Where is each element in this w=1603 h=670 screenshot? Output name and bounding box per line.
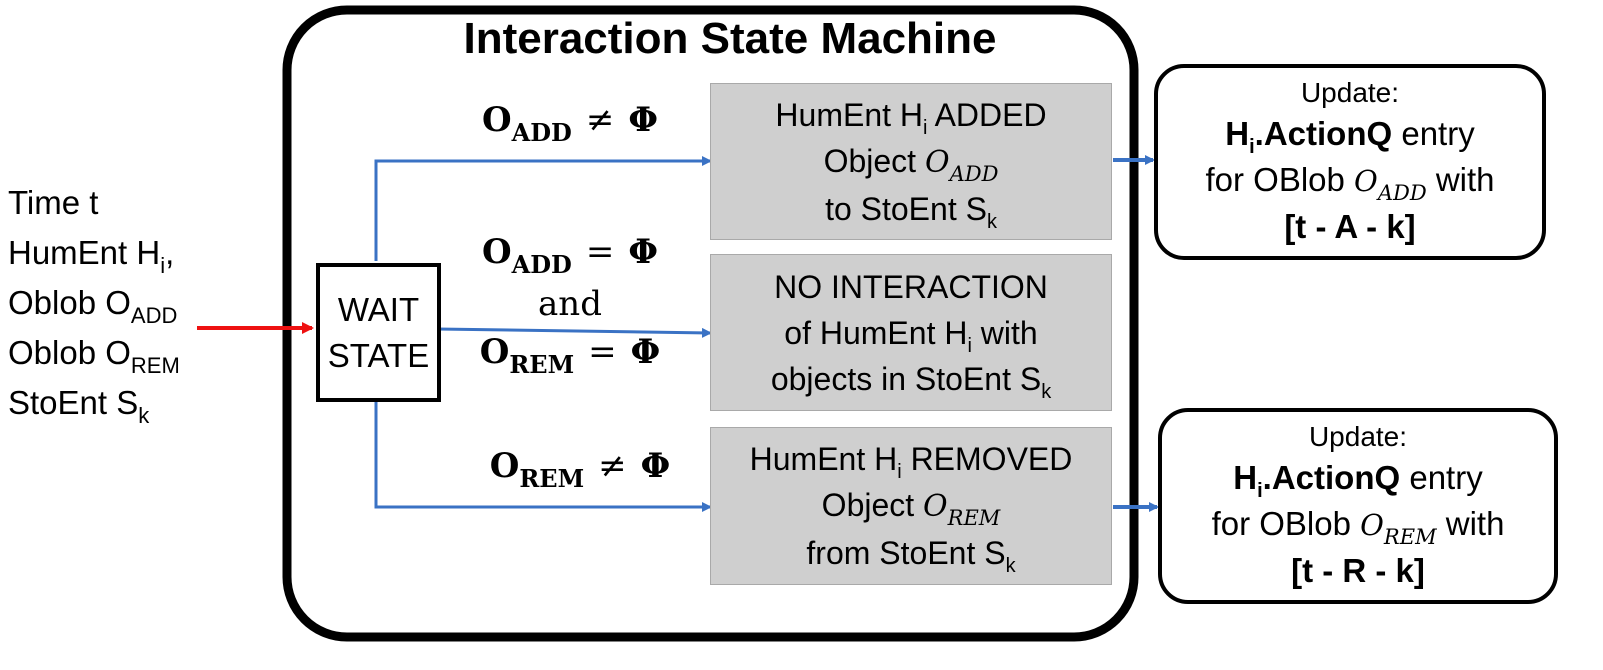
diagram-title: Interaction State Machine [463,14,997,63]
input-oblob-rem: Oblob OREM [8,334,180,378]
state-none-line3: objects in StoEnt Sk [770,360,1052,403]
state-removed: HumEnt Hi REMOVED Object OREM from StoEn… [710,427,1112,585]
state-removed-line3: from StoEnt Sk [806,535,1016,577]
condition-none-rem: OREM=Φ [479,332,661,379]
input-humen: HumEnt Hi, [8,234,175,278]
flow-arrow-add [374,156,712,261]
update-add-line3: for OBlob OADD with [1205,160,1495,205]
condition-add: OADD≠Φ [482,100,658,147]
state-removed-line1: HumEnt Hi REMOVED [749,441,1073,483]
condition-none-add: OADD=Φ [482,232,658,279]
state-added-line1: HumEnt Hi ADDED [775,96,1047,139]
state-none-line2: of HumEnt Hi with [784,314,1038,357]
state-removed-line2: Object OREM [821,487,1001,530]
wait-state-node: WAIT STATE [316,263,441,402]
input-time: Time t [8,184,99,221]
state-none-line1: NO INTERACTION [774,268,1048,305]
update-rem-line1: Update: [1308,420,1408,452]
update-add-box: Update: Hi.ActionQ entry for OBlob OADD … [1154,64,1546,260]
state-added-line2: Object OADD [823,142,999,186]
state-added: HumEnt Hi ADDED Object OADD to StoEnt Sk [710,83,1112,240]
state-no-interaction: NO INTERACTION of HumEnt Hi with objects… [710,254,1112,411]
input-list: Time t HumEnt Hi, Oblob OADD Oblob OREM … [8,178,180,428]
state-machine-container [282,5,1139,642]
input-oblob-add: Oblob OADD [8,284,178,328]
update-rem-line4: [t - R - k] [1291,551,1425,589]
update-rem-line2: Hi.ActionQ entry [1233,458,1483,502]
update-rem-line3: for OBlob OREM with [1211,504,1505,549]
wait-state-line2: STATE [327,336,430,374]
condition-rem: OREM≠Φ [489,446,671,493]
update-add-line1: Update: [1300,76,1400,108]
update-rem-box: Update: Hi.ActionQ entry for OBlob OREM … [1158,408,1558,604]
wait-state-line1: WAIT [337,290,420,328]
flow-arrow-none [436,327,712,338]
input-stoent: StoEnt Sk [8,384,150,428]
update-add-line2: Hi.ActionQ entry [1225,114,1475,158]
update-add-line4: [t - A - k] [1284,207,1416,245]
state-added-line3: to StoEnt Sk [825,190,997,233]
flow-arrow-rem [374,398,712,512]
condition-none-and: and [538,284,602,324]
